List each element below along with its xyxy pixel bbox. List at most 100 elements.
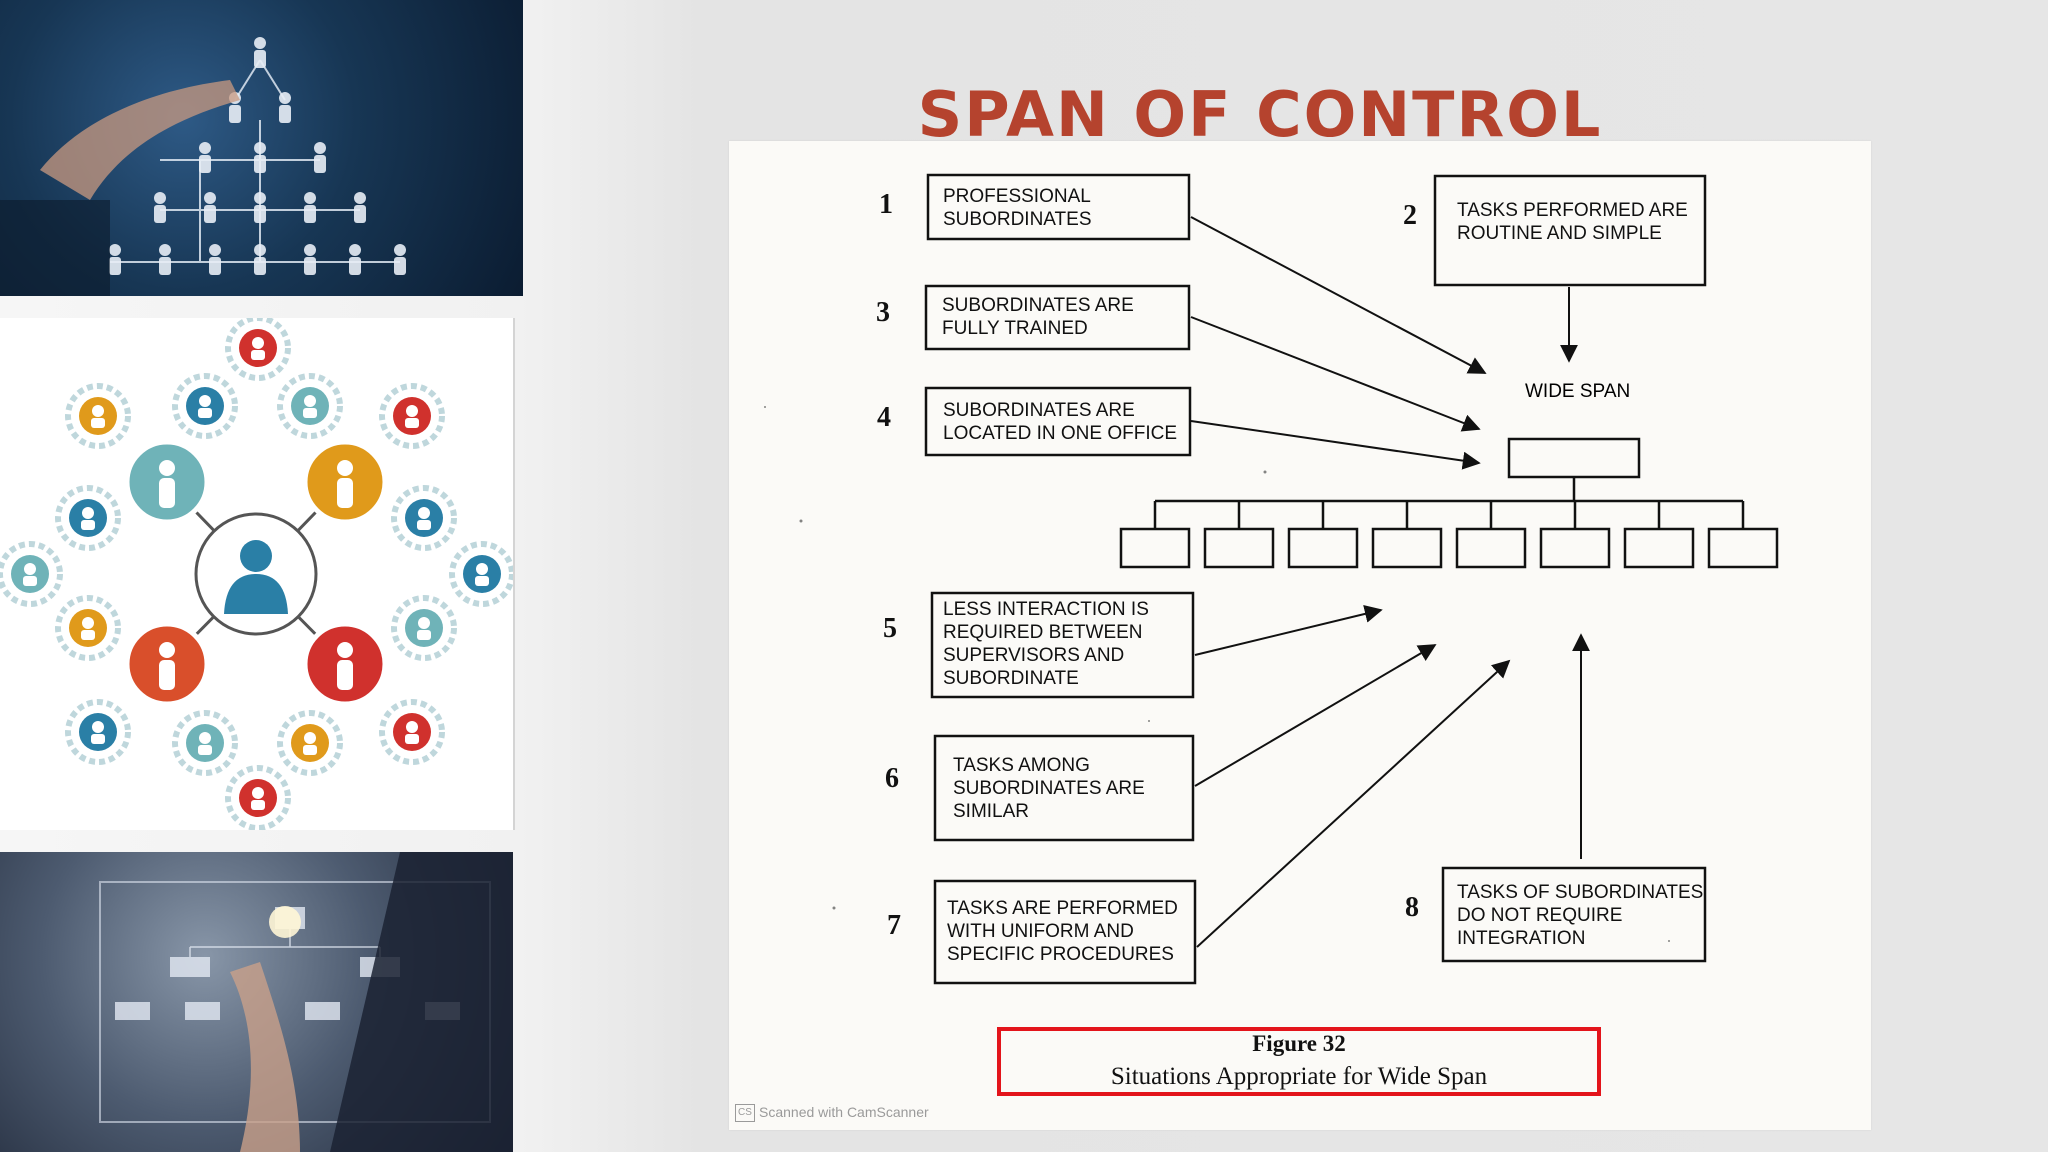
- person-icon: [81, 520, 95, 530]
- svg-text:SUBORDINATES ARE: SUBORDINATES ARE: [953, 778, 1145, 799]
- person-icon: [337, 660, 353, 690]
- subordinate-box: [1371, 527, 1443, 569]
- factor-number-5: 5: [883, 613, 897, 644]
- svg-text:SUBORDINATES ARE: SUBORDINATES ARE: [943, 400, 1135, 421]
- person-icon: [406, 721, 418, 733]
- hand-touching-org-chart-photo: [0, 852, 513, 1152]
- person-icon: [159, 660, 175, 690]
- people-gears-network-illustration: [0, 318, 515, 830]
- person-icon: [337, 460, 353, 476]
- person-icon: [82, 617, 94, 629]
- person-icon: [204, 192, 216, 204]
- person-icon: [92, 721, 104, 733]
- people-network-icon: [0, 318, 513, 830]
- person-icon: [209, 244, 221, 256]
- person-icon: [23, 576, 37, 586]
- person-icon: [81, 630, 95, 640]
- factor-number-4: 4: [877, 402, 891, 433]
- person-icon: [209, 257, 221, 275]
- person-icon: [476, 563, 488, 575]
- figure-caption: Figure 32 Situations Appropriate for Wid…: [997, 1027, 1601, 1096]
- person-icon: [199, 142, 211, 154]
- person-icon: [154, 205, 166, 223]
- org-pyramid-icon: [0, 37, 406, 296]
- person-icon: [91, 734, 105, 744]
- person-icon: [254, 244, 266, 256]
- subordinate-box: [1455, 527, 1527, 569]
- factor-number-1: 1: [879, 189, 893, 220]
- wide-span-diagram: PROFESSIONAL SUBORDINATES 1 TASKS PERFOR…: [764, 173, 1779, 985]
- figure-number: Figure 32: [1252, 1031, 1346, 1056]
- person-icon: [252, 787, 264, 799]
- person-icon: [252, 337, 264, 349]
- person-icon: [337, 478, 353, 508]
- person-icon: [417, 630, 431, 640]
- person-icon: [314, 142, 326, 154]
- person-icon: [91, 418, 105, 428]
- person-icon: [354, 192, 366, 204]
- subordinate-box: [1623, 527, 1695, 569]
- subordinate-box: [1539, 527, 1611, 569]
- factor-box-3: SUBORDINATES ARE FULLY TRAINED: [924, 284, 1191, 351]
- person-icon: [254, 142, 266, 154]
- person-icon: [159, 460, 175, 476]
- manager-icon: [224, 574, 288, 614]
- person-icon: [251, 350, 265, 360]
- factor-number-8: 8: [1405, 892, 1419, 923]
- factor-box-7: TASKS ARE PERFORMED WITH UNIFORM AND SPE…: [933, 879, 1197, 985]
- person-icon: [349, 257, 361, 275]
- person-icon: [405, 418, 419, 428]
- wide-span-label: WIDE SPAN: [1525, 381, 1630, 402]
- svg-text:WITH UNIFORM AND: WITH UNIFORM AND: [947, 921, 1134, 942]
- camscanner-logo-icon: CS: [735, 1104, 755, 1123]
- person-icon: [303, 408, 317, 418]
- person-icon: [198, 745, 212, 755]
- person-icon: [204, 205, 216, 223]
- factor-box-1: PROFESSIONAL SUBORDINATES: [926, 173, 1191, 241]
- subordinate-box: [1119, 527, 1191, 569]
- person-icon: [109, 257, 121, 275]
- person-icon: [394, 257, 406, 275]
- arrow-1: [1190, 216, 1487, 374]
- factor-box-5: LESS INTERACTION IS REQUIRED BETWEEN SUP…: [930, 591, 1195, 699]
- svg-text:TASKS PERFORMED ARE: TASKS PERFORMED ARE: [1457, 200, 1688, 221]
- factor-box-4: SUBORDINATES ARE LOCATED IN ONE OFFICE: [924, 386, 1192, 457]
- factor-number-7: 7: [887, 910, 901, 941]
- svg-text:SPECIFIC PROCEDURES: SPECIFIC PROCEDURES: [947, 944, 1174, 965]
- arrow-3: [1190, 316, 1481, 432]
- person-icon: [406, 405, 418, 417]
- svg-text:PROFESSIONAL: PROFESSIONAL: [943, 186, 1091, 207]
- person-icon: [337, 642, 353, 658]
- factor-number-3: 3: [876, 297, 890, 328]
- svg-text:SUBORDINATE: SUBORDINATE: [943, 668, 1079, 689]
- subordinate-box: [1287, 527, 1359, 569]
- person-icon: [92, 405, 104, 417]
- person-icon: [199, 732, 211, 744]
- org-chart-icon: [99, 852, 513, 1152]
- svg-text:TASKS ARE PERFORMED: TASKS ARE PERFORMED: [947, 898, 1178, 919]
- person-icon: [254, 155, 266, 173]
- person-icon: [279, 92, 291, 104]
- arrow-6: [1194, 644, 1437, 787]
- svg-text:FULLY TRAINED: FULLY TRAINED: [942, 318, 1088, 339]
- person-icon: [304, 192, 316, 204]
- person-icon: [354, 205, 366, 223]
- factor-box-2: TASKS PERFORMED ARE ROUTINE AND SIMPLE: [1433, 174, 1707, 287]
- arrow-5: [1194, 605, 1383, 656]
- svg-text:LESS INTERACTION IS: LESS INTERACTION IS: [943, 599, 1149, 620]
- person-icon: [475, 576, 489, 586]
- wide-span-org-chart: [1119, 437, 1779, 569]
- person-icon: [199, 155, 211, 173]
- person-icon: [254, 257, 266, 275]
- person-icon: [304, 395, 316, 407]
- svg-text:SUPERVISORS AND: SUPERVISORS AND: [943, 645, 1124, 666]
- factor-box-8: TASKS OF SUBORDINATES DO NOT REQUIRE INT…: [1441, 866, 1707, 963]
- person-icon: [159, 642, 175, 658]
- svg-text:ROUTINE AND SIMPLE: ROUTINE AND SIMPLE: [1457, 223, 1662, 244]
- arrow-4: [1190, 420, 1481, 470]
- person-icon: [82, 507, 94, 519]
- person-icon: [198, 408, 212, 418]
- person-icon: [159, 478, 175, 508]
- person-icon: [251, 800, 265, 810]
- person-icon: [254, 50, 266, 68]
